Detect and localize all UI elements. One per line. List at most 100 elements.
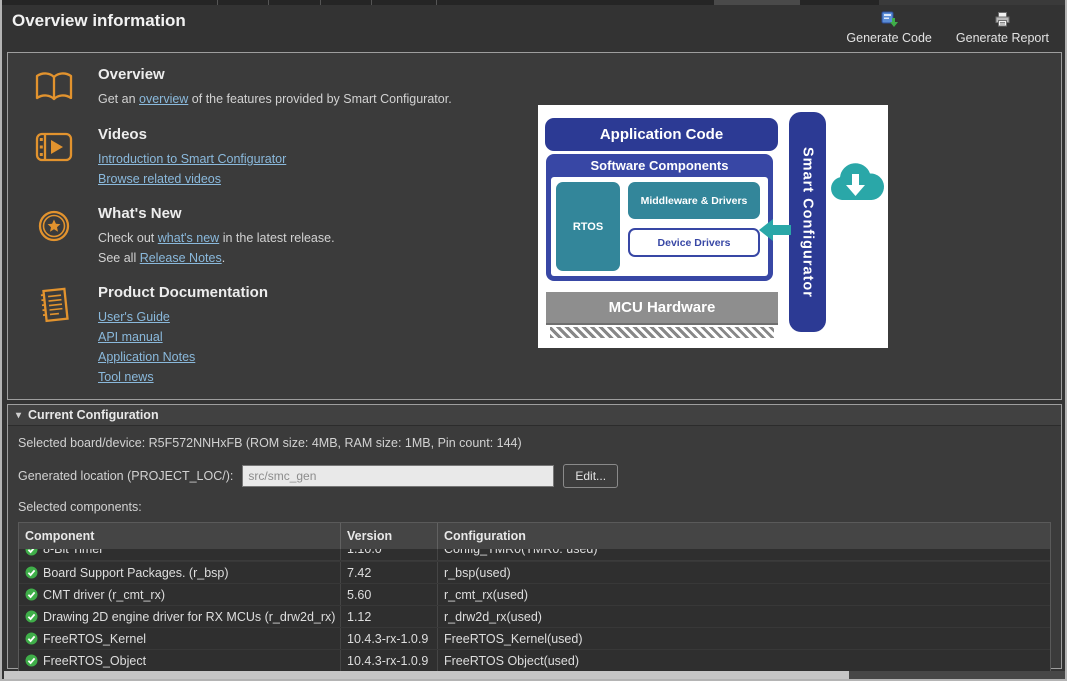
generate-report-button[interactable]: Generate Report [952, 9, 1053, 47]
smart-configurator-box: Smart Configurator [789, 112, 826, 332]
text-suffix: in the latest release. [219, 231, 334, 245]
videos-link-browse[interactable]: Browse related videos [98, 172, 221, 186]
software-components-box: Software Components RTOS Middleware & Dr… [546, 154, 773, 281]
component-configuration: r_drw2d_rx(used) [438, 606, 1050, 627]
column-header-configuration: Configuration [438, 523, 1050, 549]
architecture-diagram: Application Code Software Components RTO… [538, 105, 888, 348]
current-configuration-body: Selected board/device: R5F572NNHxFB (ROM… [8, 426, 1061, 672]
videos-link-intro[interactable]: Introduction to Smart Configurator [98, 152, 286, 166]
rtos-box: RTOS [556, 182, 620, 271]
component-configuration: r_bsp(used) [438, 562, 1050, 583]
scrollbar-thumb[interactable] [4, 671, 849, 679]
table-row-clipped[interactable]: 8-Bit Timer 1.10.0 Config_TMR0(TMR0: use… [19, 549, 1050, 561]
component-configuration: Config_TMR0(TMR0: used) [438, 549, 1050, 560]
check-icon [25, 632, 38, 645]
overview-panel: Overview Get an overview of the features… [7, 52, 1062, 400]
video-player-icon [34, 126, 74, 189]
mcu-pins-graphic [550, 327, 774, 338]
whats-new-line1: Check out what's new in the latest relea… [98, 228, 335, 248]
component-version: 1.12 [341, 606, 438, 627]
generate-report-label: Generate Report [956, 31, 1049, 45]
check-icon [25, 610, 38, 623]
component-version: 1.10.0 [341, 549, 438, 560]
text-prefix: Check out [98, 231, 158, 245]
middleware-drivers-box: Middleware & Drivers [628, 182, 760, 219]
generate-code-button[interactable]: Generate Code [842, 9, 935, 47]
users-guide-link[interactable]: User's Guide [98, 310, 170, 324]
software-components-label: Software Components [546, 158, 773, 173]
component-configuration: FreeRTOS Object(used) [438, 650, 1050, 671]
component-name: FreeRTOS_Kernel [43, 632, 146, 646]
document-notes-icon [34, 284, 74, 387]
check-icon [25, 549, 38, 556]
components-table-header: Component Version Configuration [19, 523, 1050, 549]
section-title-product-documentation: Product Documentation [98, 284, 268, 301]
section-title-whats-new: What's New [98, 205, 335, 222]
column-header-component: Component [19, 523, 341, 549]
component-version: 10.4.3-rx-1.0.9 [341, 650, 438, 671]
overview-sections: Overview Get an overview of the features… [8, 53, 508, 387]
generated-location-label: Generated location (PROJECT_LOC/): [18, 469, 233, 483]
triangle-down-icon: ▾ [16, 410, 21, 421]
table-row[interactable]: 8-Bit Timer 1.10.0 Config_TMR0(TMR0: use… [19, 549, 1050, 560]
overview-section: Overview Get an overview of the features… [34, 66, 508, 110]
overview-text: Get an overview of the features provided… [98, 89, 452, 109]
text-suffix: of the features provided by Smart Config… [188, 92, 451, 106]
horizontal-scrollbar[interactable] [4, 671, 1065, 679]
text-prefix: See all [98, 251, 140, 265]
components-table: Component Version Configuration 8-Bit Ti… [18, 522, 1051, 672]
overview-link[interactable]: overview [139, 92, 188, 106]
component-version: 5.60 [341, 584, 438, 605]
mcu-hardware-box: MCU Hardware [546, 292, 778, 325]
check-icon [25, 654, 38, 667]
printer-icon [994, 11, 1011, 28]
edit-button[interactable]: Edit... [563, 464, 618, 488]
generated-location-input[interactable] [242, 465, 554, 487]
software-components-inner: RTOS Middleware & Drivers Device Drivers [551, 177, 768, 276]
text-prefix: Get an [98, 92, 139, 106]
current-configuration-panel: ▾ Current Configuration Selected board/d… [7, 404, 1062, 669]
component-name: CMT driver (r_cmt_rx) [43, 588, 165, 602]
table-row[interactable]: CMT driver (r_cmt_rx) 5.60 r_cmt_rx(used… [19, 583, 1050, 605]
application-code-box: Application Code [545, 118, 778, 151]
component-name: Board Support Packages. (r_bsp) [43, 566, 229, 580]
component-name: 8-Bit Timer [43, 549, 103, 556]
current-configuration-header[interactable]: ▾ Current Configuration [8, 405, 1061, 426]
tool-news-link[interactable]: Tool news [98, 370, 154, 384]
badge-star-icon [34, 205, 74, 268]
page-title: Overview information [12, 11, 186, 31]
component-name: Drawing 2D engine driver for RX MCUs (r_… [43, 610, 335, 624]
section-title-videos: Videos [98, 126, 286, 143]
whats-new-section: What's New Check out what's new in the l… [34, 205, 508, 268]
selected-components-label: Selected components: [18, 500, 1047, 514]
generated-location-row: Generated location (PROJECT_LOC/): Edit.… [18, 464, 1047, 488]
videos-section: Videos Introduction to Smart Configurato… [34, 126, 508, 189]
table-row[interactable]: Drawing 2D engine driver for RX MCUs (r_… [19, 605, 1050, 627]
table-row[interactable]: FreeRTOS_Kernel 10.4.3-rx-1.0.9 FreeRTOS… [19, 627, 1050, 649]
product-documentation-section: Product Documentation User's Guide API m… [34, 284, 508, 387]
editor-header: Overview information Generate Code [2, 5, 1065, 51]
whats-new-line2: See all Release Notes. [98, 248, 335, 268]
component-version: 7.42 [341, 562, 438, 583]
selected-board-device-text: Selected board/device: R5F572NNHxFB (ROM… [18, 436, 1047, 450]
generate-code-label: Generate Code [846, 31, 931, 45]
cloud-download-icon [825, 156, 887, 212]
component-name: FreeRTOS_Object [43, 654, 146, 668]
component-configuration: r_cmt_rx(used) [438, 584, 1050, 605]
table-row[interactable]: FreeRTOS_Object 10.4.3-rx-1.0.9 FreeRTOS… [19, 649, 1050, 671]
table-row[interactable]: Board Support Packages. (r_bsp) 7.42 r_b… [19, 561, 1050, 583]
application-notes-link[interactable]: Application Notes [98, 350, 195, 364]
left-arrow-icon [759, 217, 791, 243]
component-version: 10.4.3-rx-1.0.9 [341, 628, 438, 649]
section-title-overview: Overview [98, 66, 452, 83]
column-header-version: Version [341, 523, 438, 549]
whats-new-link[interactable]: what's new [158, 231, 219, 245]
api-manual-link[interactable]: API manual [98, 330, 163, 344]
device-drivers-box: Device Drivers [628, 228, 760, 257]
component-configuration: FreeRTOS_Kernel(used) [438, 628, 1050, 649]
generate-code-icon [881, 11, 898, 28]
book-icon [34, 66, 74, 110]
release-notes-link[interactable]: Release Notes [140, 251, 222, 265]
check-icon [25, 566, 38, 579]
